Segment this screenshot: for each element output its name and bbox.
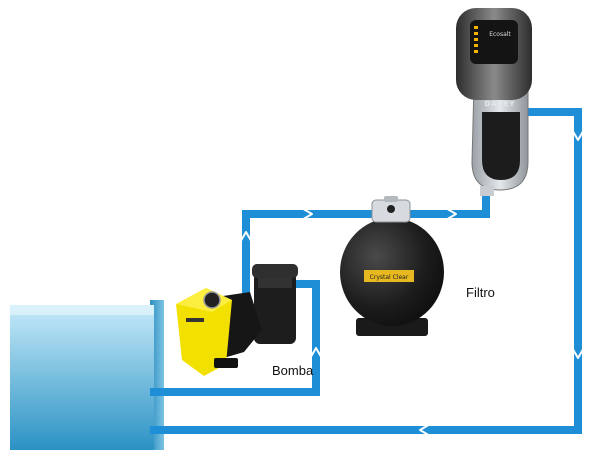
flow-arrow-icon xyxy=(308,347,324,361)
pool-water xyxy=(10,305,154,450)
pump-basket-lid xyxy=(252,264,298,278)
pump-label: Bomba xyxy=(272,363,314,378)
salt-chlorinator: Ecosalt DAVEY xyxy=(456,8,532,196)
chlorinator-brand-text: DAVEY xyxy=(484,100,515,108)
flow-arrow-icon xyxy=(570,345,586,359)
pump-yellow-cover xyxy=(176,288,232,376)
chlorinator-cell-window xyxy=(482,112,520,180)
filter-sticker xyxy=(364,270,414,282)
pump-control-dial xyxy=(203,291,221,309)
flow-arrows xyxy=(238,127,586,438)
pool-water-surface xyxy=(10,305,154,315)
chlorinator-outlet-pipe xyxy=(150,108,582,434)
suction-pipe xyxy=(150,280,320,396)
flow-arrow-icon xyxy=(238,231,254,245)
chlorinator-model-text: Ecosalt xyxy=(489,31,511,38)
pipe-network xyxy=(150,108,582,434)
flow-arrow-icon xyxy=(570,127,586,141)
flow-arrow-icon xyxy=(443,206,457,222)
filter-label: Filtro xyxy=(466,285,495,300)
chlorinator-level-leds xyxy=(474,26,478,53)
sand-filter: Crystal Clear xyxy=(340,196,444,336)
flow-arrow-icon xyxy=(419,422,433,438)
chlorinator-display xyxy=(470,20,518,64)
pump-basket-housing xyxy=(254,272,296,344)
pump xyxy=(176,264,298,376)
flow-arrow-icon xyxy=(299,206,313,222)
filter-to-chlorinator-pipe xyxy=(400,192,490,218)
pool xyxy=(10,300,164,450)
filter-sticker-text: Crystal Clear xyxy=(370,274,409,281)
filter-valve-handle xyxy=(387,205,395,213)
pump-discharge-pipe xyxy=(242,210,378,296)
